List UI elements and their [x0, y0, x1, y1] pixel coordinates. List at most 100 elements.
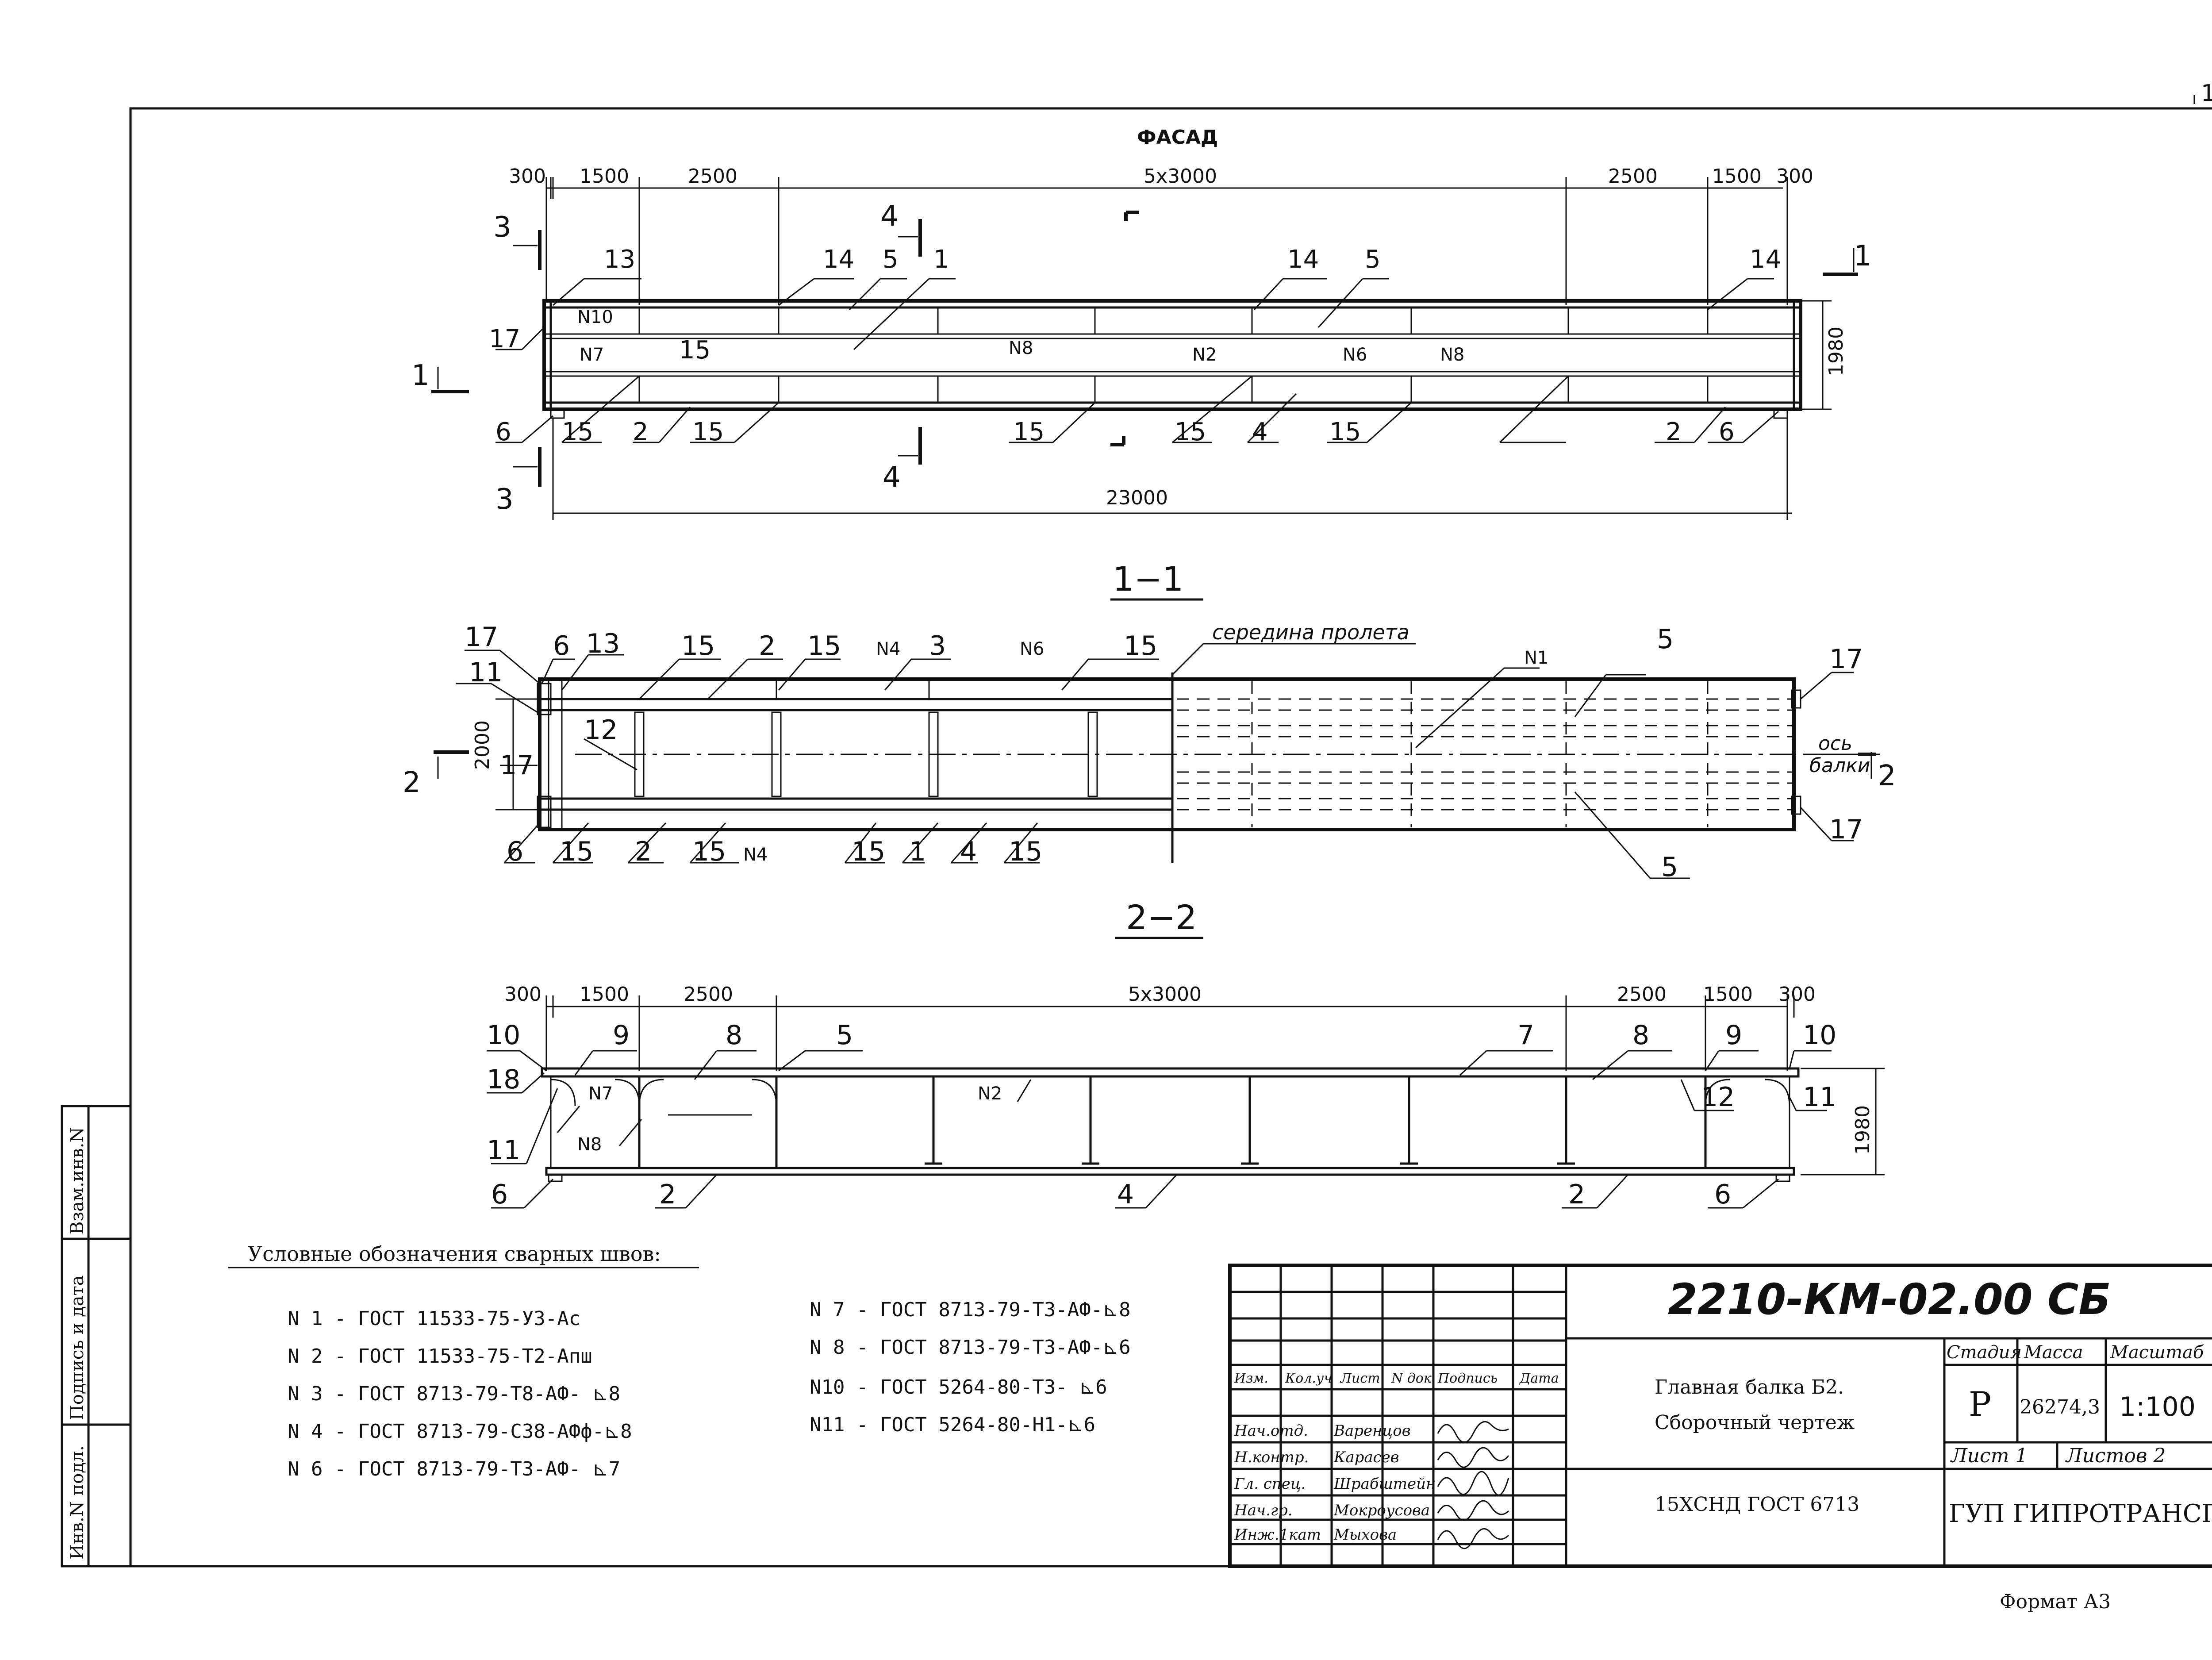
facade-callout-9: 6	[495, 418, 511, 446]
tb-stage: Р	[1969, 1384, 1991, 1424]
s11-weld-0: N4	[876, 639, 900, 659]
s11-callout-16: 1	[909, 836, 926, 867]
side-stamp: Взам.инв.N Подпись и дата Инв.N подл.	[61, 1105, 132, 1568]
section-1-1-note: середина пролета	[1212, 620, 1409, 644]
facade-callout-3: 1	[933, 245, 949, 274]
facade-callout-17: 2	[1666, 418, 1682, 446]
s22-callout-1: 9	[613, 1020, 630, 1051]
facade-callout-12: 15	[692, 418, 724, 446]
s22-height: 1980	[1851, 1105, 1874, 1155]
legend-left-4: N 6 - ГОСТ 8713-79-Т3-АФ- ⊾7	[288, 1458, 620, 1480]
tb-header-3: N док	[1391, 1371, 1432, 1386]
s22-callout-8: 18	[487, 1064, 520, 1095]
tb-header-5: Дата	[1519, 1371, 1559, 1386]
facade-dim-2: 2500	[688, 165, 737, 188]
tb-doc-code: 2210-КМ-02.00 СБ	[1668, 1275, 2111, 1324]
legend-right-1: N 8 - ГОСТ 8713-79-Т3-АФ-⊾6	[810, 1336, 1131, 1359]
facade-callout-18: 6	[1719, 418, 1735, 446]
facade-callout-5: 5	[1365, 245, 1381, 274]
facade-height: 1980	[1825, 327, 1847, 376]
tb-header-0: Изм.	[1234, 1371, 1268, 1386]
tb-org: ГУП ГИПРОТРАНСПУТЬ	[1949, 1499, 2212, 1528]
s22-callout-12: 6	[491, 1179, 508, 1210]
tb-name-4: Мыхова	[1333, 1526, 1397, 1544]
s22-callout-11: 11	[1803, 1082, 1836, 1113]
axis-label-2: балки	[1809, 754, 1870, 777]
tb-mass: 26274,3	[2020, 1396, 2100, 1418]
s11-callout-1: 6	[553, 630, 570, 661]
sheet-corner-number: 17	[2201, 80, 2212, 107]
s11-callout-6: 3	[929, 630, 946, 661]
tb-header-2: Лист	[1340, 1371, 1380, 1386]
section-1-1-mark-left: 2	[403, 766, 421, 799]
legend-right-3: N11 - ГОСТ 5264-80-Н1-⊾6	[810, 1414, 1095, 1436]
tb-name-0: Варенцов	[1333, 1422, 1411, 1440]
section-1-1-view: 1−1	[403, 559, 1896, 883]
facade-dim-0: 300	[509, 165, 546, 188]
s11-callout-7: 15	[1124, 630, 1157, 661]
facade-dim-6: 300	[1776, 165, 1813, 188]
facade-dim-4: 2500	[1608, 165, 1658, 188]
facade-dim-5: 1500	[1712, 165, 1762, 188]
legend-left-3: N 4 - ГОСТ 8713-79-С38-АФф-⊾8	[288, 1420, 632, 1443]
s11-callout-4: 2	[759, 630, 776, 661]
facade-section-mark-1: 1	[1854, 240, 1872, 273]
s11-callout-19: 5	[1657, 624, 1674, 655]
tb-name-line1: Главная балка Б2.	[1655, 1376, 1844, 1399]
section-2-2-title: 2−2	[1126, 898, 1197, 937]
section-1-1-title: 1−1	[1113, 559, 1183, 599]
facade-section-mark-5: 4	[883, 461, 901, 494]
s11-callout-18: 15	[1009, 836, 1042, 867]
tb-role-2: Гл. спец.	[1234, 1475, 1306, 1493]
s22-dim-6: 300	[1778, 983, 1816, 1006]
facade-callout-7: 17	[489, 325, 520, 354]
s11-callout-15: 15	[852, 836, 885, 867]
legend-right-0: N 7 - ГОСТ 8713-79-Т3-АФ-⊾8	[810, 1299, 1131, 1321]
facade-section-mark-0: 1	[411, 359, 430, 392]
s22-dim-1: 1500	[580, 983, 629, 1006]
s22-weld-2: N8	[577, 1134, 602, 1155]
legend-left-2: N 3 - ГОСТ 8713-79-Т8-АФ- ⊾8	[288, 1383, 620, 1405]
facade-callout-14: 15	[1175, 418, 1206, 446]
tb-role-0: Нач.отд.	[1234, 1422, 1308, 1440]
facade-dim-1: 1500	[580, 165, 629, 188]
s11-callout-3: 15	[681, 630, 715, 661]
legend-title: Условные обозначения сварных швов:	[248, 1242, 661, 1266]
legend-left-0: N 1 - ГОСТ 11533-75-У3-Ас	[288, 1307, 580, 1330]
tb-sheet: Лист 1	[1950, 1445, 2028, 1467]
s11-callout-17: 4	[960, 836, 977, 867]
sheet-frame	[129, 107, 2212, 1568]
format-label: Формат А3	[2000, 1591, 2111, 1613]
s11-weld-2: N4	[743, 845, 768, 865]
facade-overall-length: 23000	[1106, 487, 1168, 509]
tb-sheets: Листов 2	[2065, 1445, 2166, 1467]
s11-weld-3: N1	[1524, 648, 1548, 668]
tb-mass-label: Масса	[2024, 1342, 2083, 1363]
facade-title: ФАСАД	[1137, 126, 1218, 149]
s11-callout-2: 13	[586, 628, 620, 659]
tb-header-4: Подпись	[1437, 1371, 1498, 1386]
tb-role-1: Н.контр.	[1234, 1449, 1309, 1466]
side-stamp-2: Инв.N подл.	[67, 1445, 88, 1560]
s22-weld-1: N2	[978, 1084, 1002, 1104]
signatures	[1437, 1421, 1509, 1549]
tb-role-3: Нач.гр.	[1234, 1502, 1293, 1519]
s22-callout-2: 8	[726, 1020, 742, 1051]
tb-name-1: Карасев	[1333, 1449, 1399, 1466]
facade-weld-5: N8	[1440, 345, 1464, 365]
facade-callout-10: 15	[562, 418, 593, 446]
s22-callout-16: 6	[1714, 1179, 1731, 1210]
tb-stage-label: Стадия	[1947, 1342, 2022, 1363]
tb-scale: 1:100	[2119, 1391, 2196, 1422]
s11-callout-13: 2	[635, 836, 652, 867]
legend-left-1: N 2 - ГОСТ 11533-75-Т2-Апш	[288, 1345, 592, 1368]
s11-callout-20: 17	[1829, 644, 1863, 675]
s22-callout-4: 7	[1517, 1020, 1534, 1051]
facade-callout-13: 15	[1013, 418, 1045, 446]
section-1-1-width: 2000	[471, 720, 494, 770]
facade-view: ФАСАД 300 1500 2500 5x3000 2500 1500 300	[411, 126, 1872, 520]
s22-weld-0: N7	[588, 1084, 613, 1104]
tb-name-2: Шрабштейн	[1333, 1475, 1436, 1493]
facade-section-mark-3: 3	[495, 483, 514, 516]
